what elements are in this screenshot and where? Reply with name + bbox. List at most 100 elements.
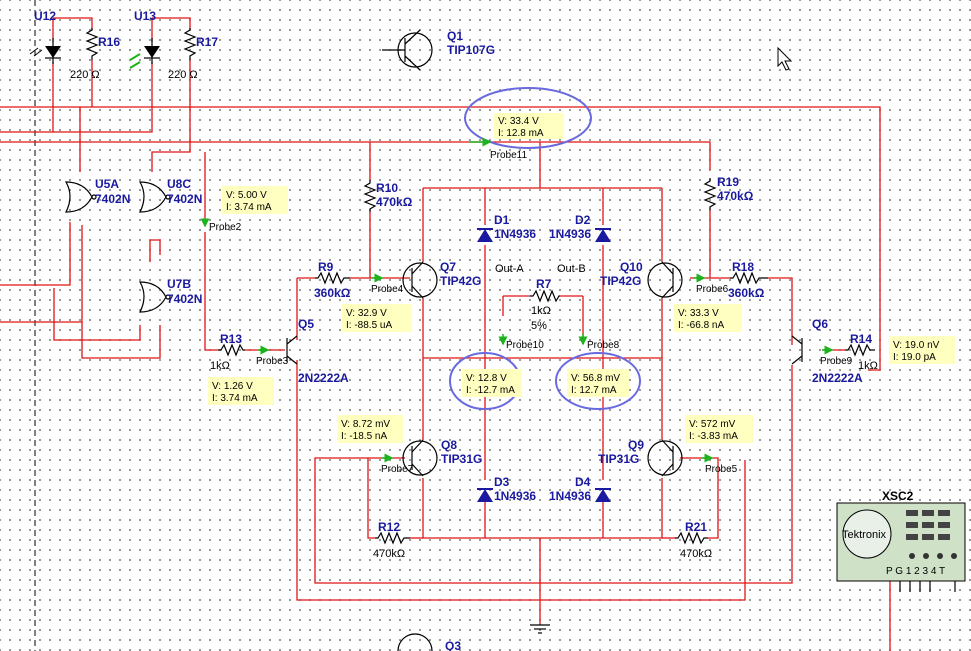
transistor-q8[interactable]: Q8 TIP31G (402, 438, 482, 477)
svg-text:R14: R14 (850, 332, 872, 346)
svg-text:V: 33.4 V: V: 33.4 V (498, 116, 539, 127)
svg-text:470kΩ: 470kΩ (717, 189, 754, 203)
svg-text:Q9: Q9 (628, 438, 644, 452)
transistor-q1[interactable]: Q1 TIP107G (382, 29, 495, 71)
svg-text:I: 12.8 mA: I: 12.8 mA (498, 128, 544, 139)
svg-text:I: 3.74 mA: I: 3.74 mA (226, 202, 272, 213)
svg-text:Q3: Q3 (445, 639, 461, 651)
transistor-q5[interactable]: Q5 2N2222A (286, 317, 349, 385)
diode-d1[interactable]: D1 1N4936 (477, 213, 536, 242)
probe-10[interactable]: V: 12.8 V I: -12.7 mA Probe10 (462, 334, 544, 397)
svg-text:V: 56.8 mV: V: 56.8 mV (571, 373, 620, 384)
svg-text:R9: R9 (318, 260, 334, 274)
probe-5[interactable]: V: 572 mV I: -3.83 mA Probe5 (685, 415, 753, 475)
nor-gate-u5a[interactable]: U5A 7402N (64, 177, 130, 213)
svg-text:1N4936: 1N4936 (494, 227, 536, 241)
svg-text:2N2222A: 2N2222A (298, 371, 349, 385)
svg-text:R7: R7 (536, 277, 552, 291)
transistor-q7[interactable]: Q7 TIP42G (402, 260, 481, 299)
resistor-r7[interactable]: Out-A Out-B R7 1kΩ 5% (495, 263, 586, 332)
probe-8[interactable]: V: 56.8 mV I: 12.7 mA Probe8 (567, 334, 629, 397)
resistor-r9[interactable]: R9 360kΩ (314, 260, 351, 300)
resistor-r19[interactable]: R19 470kΩ (703, 175, 754, 210)
resistor-r10[interactable]: R10 470kΩ (363, 180, 413, 212)
svg-text:R18: R18 (732, 260, 754, 274)
probe-6[interactable]: V: 33.3 V I: -66.8 nA Probe6 (674, 273, 742, 332)
svg-text:220 Ω: 220 Ω (70, 69, 100, 81)
svg-text:V: 572 mV: V: 572 mV (689, 419, 736, 430)
svg-text:Probe2: Probe2 (209, 222, 242, 233)
probe-4[interactable]: V: 32.9 V I: -88.5 uA Probe4 (342, 273, 412, 332)
resistor-r14[interactable]: R14 1kΩ (845, 332, 878, 372)
svg-text:470kΩ: 470kΩ (376, 195, 413, 209)
probe-2[interactable]: V: 5.00 V I: 3.74 mA Probe2 (200, 186, 288, 233)
transistor-q9[interactable]: Q9 TIP31G (598, 438, 683, 477)
resistor-r17[interactable]: R17 220 Ω (168, 28, 218, 81)
highlight-probe11 (464, 87, 592, 149)
svg-text:D4: D4 (575, 475, 591, 489)
svg-text:I: -18.5 nA: I: -18.5 nA (341, 431, 387, 442)
svg-text:Probe6: Probe6 (696, 284, 729, 295)
svg-text:TIP42G: TIP42G (440, 274, 481, 288)
svg-text:I: 12.7 mA: I: 12.7 mA (571, 385, 617, 396)
svg-text:Probe7: Probe7 (381, 464, 414, 475)
svg-text:2N2222A: 2N2222A (812, 371, 863, 385)
svg-text:V: 19.0 nV: V: 19.0 nV (893, 340, 940, 351)
svg-text:TIP42G: TIP42G (600, 274, 641, 288)
svg-text:V: 33.3 V: V: 33.3 V (678, 308, 719, 319)
ground-symbol (530, 624, 550, 634)
svg-text:Tektronix: Tektronix (842, 529, 887, 541)
svg-text:1kΩ: 1kΩ (210, 360, 230, 372)
nor-gate-u7b[interactable]: U7B 7402N (138, 277, 202, 313)
transistor-q6[interactable]: Q6 2N2222A (791, 317, 863, 385)
svg-text:Probe4: Probe4 (371, 284, 404, 295)
transistor-q3[interactable]: Q3 (397, 633, 461, 651)
svg-text:U7B: U7B (167, 277, 191, 291)
svg-text:1kΩ: 1kΩ (858, 360, 878, 372)
probe-3[interactable]: V: 1.26 V I: 3.74 mA Probe3 (208, 345, 289, 405)
probe-9[interactable]: V: 19.0 nV I: 19.0 pA Probe9 (820, 336, 955, 367)
resistor-r16[interactable]: R16 220 Ω (70, 28, 120, 81)
svg-text:Q6: Q6 (812, 317, 828, 331)
diode-d4[interactable]: D4 1N4936 (549, 475, 611, 503)
svg-text:R13: R13 (220, 332, 242, 346)
diode-d2[interactable]: D2 1N4936 (549, 213, 611, 242)
resistor-r12[interactable]: R12 470kΩ (373, 520, 410, 560)
diode-d3[interactable]: D3 1N4936 (477, 475, 536, 503)
probe-11[interactable]: V: 33.4 V I: 12.8 mA Probe11 (470, 113, 564, 161)
svg-text:D2: D2 (575, 213, 591, 227)
svg-text:P G 1 2 3 4 T: P G 1 2 3 4 T (886, 566, 945, 577)
svg-text:TIP31G: TIP31G (598, 452, 639, 466)
resistor-r18[interactable]: R18 360kΩ (728, 260, 768, 300)
svg-text:1N4936: 1N4936 (549, 489, 591, 503)
svg-text:360kΩ: 360kΩ (314, 286, 351, 300)
nor-gate-u8c[interactable]: U8C 7402N (138, 177, 202, 213)
svg-text:Q10: Q10 (620, 260, 643, 274)
svg-text:D3: D3 (494, 475, 510, 489)
svg-text:I: 19.0 pA: I: 19.0 pA (893, 352, 936, 363)
transistor-q10[interactable]: Q10 TIP42G (600, 260, 683, 299)
led-u13[interactable]: U13 (129, 9, 160, 69)
svg-text:Out-B: Out-B (557, 263, 586, 275)
svg-text:1N4936: 1N4936 (494, 489, 536, 503)
svg-text:I: 3.74 mA: I: 3.74 mA (212, 393, 258, 404)
svg-text:U8C: U8C (167, 177, 191, 191)
wires (0, 17, 891, 651)
resistor-r21[interactable]: R21 470kΩ (675, 520, 712, 560)
svg-text:Probe5: Probe5 (705, 464, 738, 475)
svg-text:1kΩ: 1kΩ (531, 305, 551, 317)
resistor-r13[interactable]: R13 1kΩ (210, 332, 245, 372)
svg-text:I: -66.8 nA: I: -66.8 nA (678, 320, 724, 331)
svg-text:R10: R10 (376, 181, 398, 195)
probe-7[interactable]: V: 8.72 mV I: -18.5 nA Probe7 (337, 415, 414, 475)
svg-text:7402N: 7402N (95, 192, 130, 206)
svg-text:220 Ω: 220 Ω (168, 69, 198, 81)
svg-text:V: 1.26 V: V: 1.26 V (212, 381, 253, 392)
led-u12[interactable]: U12 (29, 9, 61, 64)
mouse-cursor-icon (777, 46, 793, 71)
svg-text:U5A: U5A (95, 177, 119, 191)
svg-text:5%: 5% (531, 320, 547, 332)
svg-text:R12: R12 (378, 520, 400, 534)
oscilloscope-xsc2[interactable]: XSC2 Tektronix P G 1 2 3 4 T (836, 489, 966, 592)
